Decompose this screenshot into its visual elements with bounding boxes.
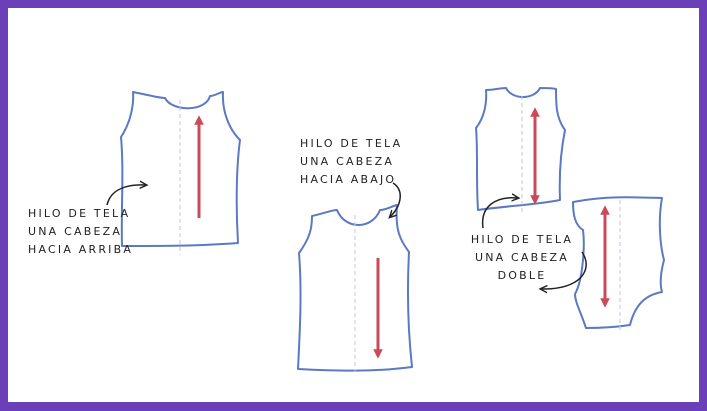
pointer-arrow-down xyxy=(390,182,401,217)
pointer-arrow-double-bottom xyxy=(541,251,587,289)
label-grain-down: HILO DE TELA UNA CABEZA HACIA ABAJO xyxy=(300,137,403,186)
pattern-piece-double-bottom xyxy=(572,196,665,330)
pattern-piece-double-top xyxy=(475,87,566,212)
pointer-arrow-up xyxy=(106,185,146,206)
label-grain-up: HILO DE TELA UNA CABEZA HACIA ARRIBA xyxy=(28,207,134,256)
pointer-arrow-double-top xyxy=(481,198,518,229)
pattern-piece-up xyxy=(120,91,241,255)
pattern-piece-down xyxy=(297,204,413,372)
label-grain-double: HILO DE TELA UNA CABEZA DOBLE xyxy=(470,233,574,282)
